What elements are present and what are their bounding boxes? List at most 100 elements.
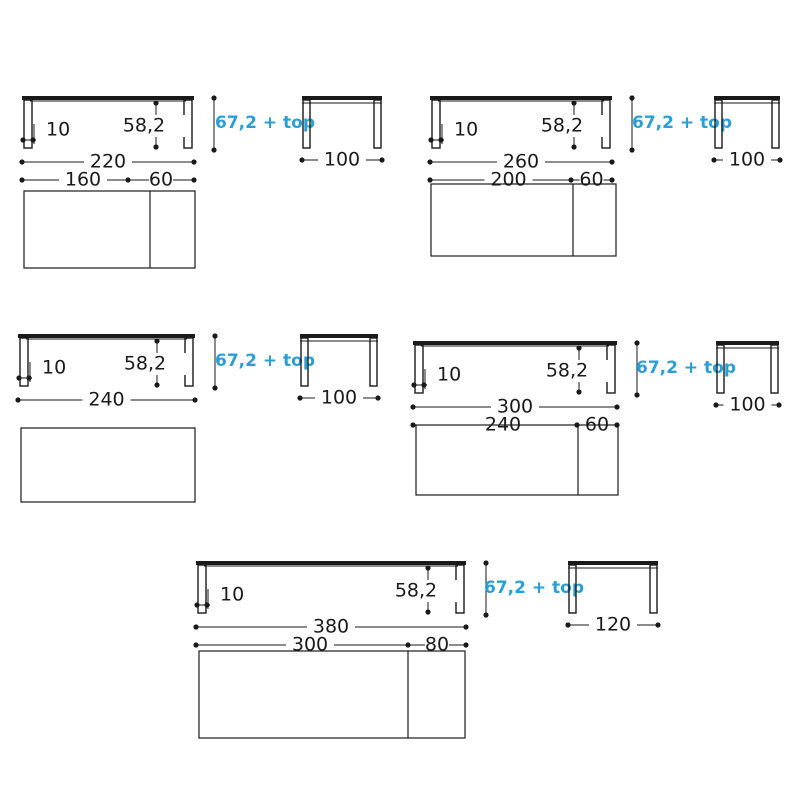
dimension-endpoint (571, 100, 577, 106)
dimension-endpoint (777, 157, 783, 163)
table-top (413, 341, 617, 345)
extension-ext-label: 80 (425, 634, 449, 656)
dimension-endpoint (211, 95, 217, 101)
height-note-label: 67,2 + top (636, 358, 736, 378)
depth-label: 100 (729, 394, 765, 416)
height-note-label: 67,2 + top (632, 113, 732, 133)
height-label-bg (127, 353, 187, 375)
extension-base-label: 200 (490, 169, 526, 191)
left-leg (414, 344, 424, 394)
dimension-endpoint (571, 144, 577, 150)
dimension-endpoint (154, 382, 160, 388)
dimension-endpoint (410, 422, 416, 428)
dimension-endpoint (711, 157, 717, 163)
dimension-endpoint (655, 622, 661, 628)
table-top (18, 334, 195, 338)
plan-view (23, 190, 196, 269)
dimension-endpoint (154, 338, 160, 344)
dimension-endpoint (576, 389, 582, 395)
side-elevation: 100 (299, 96, 385, 171)
depth-label: 100 (324, 149, 360, 171)
dimension-endpoint (191, 177, 197, 183)
dimension-endpoint (463, 624, 469, 630)
dimension-endpoint (634, 392, 640, 398)
dimension-endpoint (425, 609, 431, 615)
dimension-endpoint (483, 560, 489, 566)
extension-ext-label: 60 (149, 169, 173, 191)
height-note-label: 67,2 + top (484, 578, 584, 598)
left-leg (197, 564, 207, 614)
overall-length-label: 220 (90, 151, 126, 173)
dimension-endpoint (15, 397, 21, 403)
dimension-endpoint (410, 404, 416, 410)
table-top (196, 561, 466, 565)
side-top (300, 334, 378, 338)
dimension-endpoint (212, 385, 218, 391)
height-label-bg (126, 115, 186, 137)
table-drawing-5: 10 58,2 67,2 + top 380 120 300 80 (193, 560, 661, 739)
dimension-endpoint (193, 624, 199, 630)
dimension-endpoint (19, 177, 25, 183)
dimension-endpoint (609, 159, 615, 165)
side-elevation: 100 (297, 334, 381, 409)
dimension-endpoint (614, 404, 620, 410)
height-note-label: 67,2 + top (215, 351, 315, 371)
extension-base-label: 160 (65, 169, 101, 191)
dimension-endpoint (483, 612, 489, 618)
depth-label: 120 (595, 614, 631, 636)
left-leg (431, 99, 441, 149)
side-elevation: 100 (713, 341, 782, 416)
overall-length-label: 380 (313, 616, 349, 638)
side-left-leg (568, 564, 577, 614)
foot-width-label: 10 (220, 584, 244, 606)
left-leg (19, 337, 29, 387)
dimension-endpoint (776, 402, 782, 408)
dimension-endpoint (425, 565, 431, 571)
dimension-endpoint (565, 622, 571, 628)
dimension-endpoint (153, 100, 159, 106)
side-right-leg (373, 99, 382, 149)
height-label: 58,2 (124, 353, 166, 375)
dimension-endpoint (379, 157, 385, 163)
table-top (22, 96, 194, 100)
plan-view (198, 650, 466, 739)
overall-length-label: 300 (497, 396, 533, 418)
side-left-leg (714, 99, 723, 149)
dimension-endpoint (375, 395, 381, 401)
foot-width-label: 10 (42, 357, 66, 379)
dimension-endpoint (192, 397, 198, 403)
dimension-endpoint (713, 402, 719, 408)
dimension-endpoint (629, 147, 635, 153)
depth-label: 100 (321, 387, 357, 409)
dimension-endpoint (191, 159, 197, 165)
height-note-label: 67,2 + top (215, 113, 315, 133)
plan-view (430, 183, 617, 257)
side-right-leg (771, 99, 780, 149)
height-label: 58,2 (395, 580, 437, 602)
foot-width-label: 10 (454, 119, 478, 141)
dimension-endpoint (634, 340, 640, 346)
side-elevation: 100 (711, 96, 783, 171)
side-right-leg (369, 337, 378, 387)
dimension-endpoint (576, 345, 582, 351)
dimension-endpoint (427, 159, 433, 165)
height-label: 58,2 (546, 360, 588, 382)
side-right-leg (770, 344, 779, 394)
side-top (714, 96, 780, 100)
left-leg (23, 99, 33, 149)
foot-width-label: 10 (46, 119, 70, 141)
dimension-endpoint (629, 95, 635, 101)
dimension-endpoint (211, 147, 217, 153)
dimension-endpoint (212, 333, 218, 339)
table-top (430, 96, 612, 100)
height-label-bg (544, 115, 604, 137)
height-label: 58,2 (541, 115, 583, 137)
extension-base-label: 300 (292, 634, 328, 656)
height-label-bg (398, 580, 458, 602)
